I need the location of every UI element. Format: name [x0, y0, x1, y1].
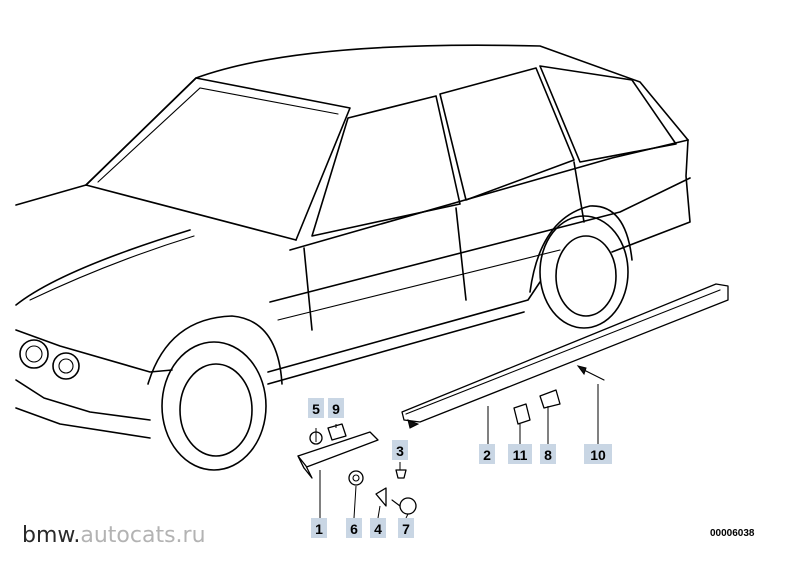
svg-text:9: 9: [332, 401, 340, 417]
car-body: [15, 44, 691, 471]
callout-4: 4: [370, 518, 386, 538]
watermark-prefix: bmw.: [22, 523, 81, 548]
callout-8: 8: [540, 444, 556, 464]
front-rim: [179, 363, 253, 457]
svg-text:7: 7: [402, 521, 410, 537]
svg-text:4: 4: [374, 521, 382, 537]
front-end: [15, 329, 173, 373]
svg-text:5: 5: [312, 401, 320, 417]
front-door-line: [303, 247, 313, 331]
svg-text:3: 3: [396, 443, 404, 459]
screw-10: [583, 369, 605, 381]
rocker-line: [267, 281, 541, 373]
clip-9: [327, 423, 347, 441]
rear-door-line: [455, 207, 467, 301]
rear-wheel-arch: [529, 205, 633, 293]
side-sill-moulding: [401, 283, 729, 429]
roof-line: [85, 44, 689, 186]
callout-7: 7: [398, 518, 414, 538]
rear-side-window: [439, 67, 575, 201]
tailgate: [611, 139, 691, 253]
svg-text:10: 10: [590, 447, 606, 463]
callout-3: 3: [392, 440, 408, 460]
diagram-id: 00006038: [710, 528, 755, 539]
callout-11: 11: [508, 444, 532, 464]
grommet-6: [348, 470, 364, 486]
quarter-window: [539, 65, 677, 163]
clip-11: [513, 403, 531, 425]
screw-4: [375, 487, 387, 507]
windshield: [85, 77, 351, 241]
small-parts: [297, 365, 605, 515]
callout-5: 5: [308, 398, 324, 418]
svg-text:11: 11: [513, 447, 528, 463]
rivet-7: [399, 497, 417, 515]
leader-lines: [315, 384, 599, 519]
callout-9: 9: [328, 398, 344, 418]
front-tyre: [161, 341, 267, 471]
callout-10: 10: [584, 444, 612, 464]
clip-8: [539, 389, 561, 409]
svg-text:6: 6: [350, 521, 358, 537]
front-wheel-arch: [147, 315, 283, 385]
headlight-inner: [52, 352, 80, 380]
headlight-outer: [19, 339, 49, 369]
rear-tyre: [539, 215, 629, 329]
belt-line: [289, 139, 689, 251]
svg-text:8: 8: [544, 447, 552, 463]
svg-text:2: 2: [483, 447, 491, 463]
rear-rim: [555, 235, 617, 317]
svg-text:1: 1: [315, 521, 323, 537]
watermark-domain: autocats.ru: [80, 523, 206, 548]
hood: [15, 184, 297, 241]
callout-6: 6: [346, 518, 362, 538]
front-side-window: [311, 95, 461, 237]
callout-2: 2: [479, 444, 495, 464]
screw-3: [395, 469, 407, 479]
body-crease: [269, 177, 691, 303]
watermark: bmw.autocats.ru: [22, 523, 206, 548]
callout-1: 1: [311, 518, 327, 538]
